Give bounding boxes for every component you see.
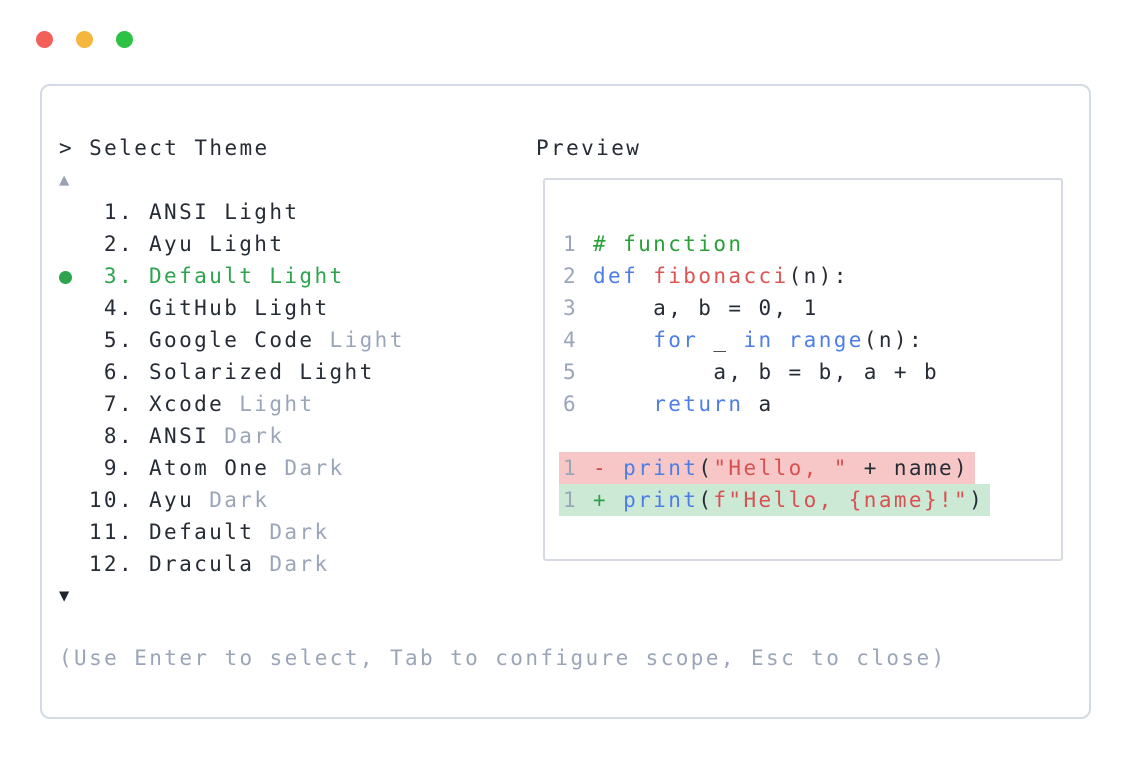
theme-list-item[interactable]: 1. ANSI Light xyxy=(59,196,405,228)
code-token: def xyxy=(593,264,639,288)
code-token: a xyxy=(743,392,774,416)
code-line: 6 return a xyxy=(563,388,1061,420)
code-token: print xyxy=(623,488,699,512)
diff-line-added: 1 + print(f"Hello, {name}!") xyxy=(559,484,991,516)
code-token: for xyxy=(653,328,699,352)
code-token xyxy=(774,328,789,352)
theme-number: 12. xyxy=(88,552,134,576)
theme-list-item[interactable]: 3. Default Light xyxy=(59,260,405,292)
line-number: 1 xyxy=(563,456,579,480)
theme-number: 6. xyxy=(103,360,134,384)
selected-bullet-cell xyxy=(59,260,74,292)
theme-label: ANSI Dark xyxy=(149,424,285,448)
theme-label: Xcode Light xyxy=(149,392,315,416)
line-number: 6 xyxy=(563,392,579,416)
scroll-up-icon[interactable]: ▲ xyxy=(59,170,72,190)
line-number: 1 xyxy=(563,232,579,256)
theme-number: 8. xyxy=(103,424,134,448)
code-line: 5 a, b = b, a + b xyxy=(563,356,1061,388)
code-token: fibonacci xyxy=(653,264,789,288)
preview-title: Preview xyxy=(536,136,642,160)
theme-number: 7. xyxy=(103,392,134,416)
theme-list-item[interactable]: 9. Atom One Dark xyxy=(59,452,405,484)
theme-number: 1. xyxy=(103,200,134,224)
line-number: 2 xyxy=(563,264,579,288)
theme-list-item[interactable]: 8. ANSI Dark xyxy=(59,420,405,452)
theme-label: Dracula Dark xyxy=(149,552,330,576)
line-number: 4 xyxy=(563,328,579,352)
theme-list-item[interactable]: 5. Google Code Light xyxy=(59,324,405,356)
theme-number: 5. xyxy=(103,328,134,352)
line-number: 3 xyxy=(563,296,579,320)
code-line xyxy=(563,420,1061,452)
code-token: - xyxy=(593,456,624,480)
theme-number: 11. xyxy=(88,520,134,544)
theme-list-item[interactable]: 12. Dracula Dark xyxy=(59,548,405,580)
code-token xyxy=(593,392,653,416)
theme-label: Ayu Light xyxy=(149,232,285,256)
zoom-button[interactable] xyxy=(116,31,133,48)
theme-list-item[interactable]: 6. Solarized Light xyxy=(59,356,405,388)
close-button[interactable] xyxy=(36,31,53,48)
code-token: + xyxy=(593,488,624,512)
theme-list-item[interactable]: 11. Default Dark xyxy=(59,516,405,548)
theme-list-column: > Select Theme ▲ 1. ANSI Light 2. Ayu Light… xyxy=(59,132,405,612)
theme-list-item[interactable]: 10. Ayu Dark xyxy=(59,484,405,516)
theme-label: ANSI Light xyxy=(149,200,300,224)
code-line: 4 for _ in range(n): xyxy=(563,324,1061,356)
code-token: ( xyxy=(698,488,714,512)
theme-number: 3. xyxy=(103,264,134,288)
theme-number: 4. xyxy=(103,296,134,320)
theme-label: Solarized Light xyxy=(149,360,375,384)
theme-list-item[interactable]: 2. Ayu Light xyxy=(59,228,405,260)
code-token: f"Hello, {name}!" xyxy=(713,488,970,512)
minimize-button[interactable] xyxy=(76,31,93,48)
line-number: 5 xyxy=(563,360,579,384)
code-token xyxy=(638,264,653,288)
theme-number: 10. xyxy=(88,488,134,512)
keyboard-hint: (Use Enter to select, Tab to configure s… xyxy=(59,646,947,670)
code-line: 3 a, b = 0, 1 xyxy=(563,292,1061,324)
theme-list-item[interactable]: 4. GitHub Light xyxy=(59,292,405,324)
theme-label: Atom One Dark xyxy=(149,456,345,480)
code-token: (n): xyxy=(863,328,925,352)
theme-label: Default Dark xyxy=(149,520,330,544)
theme-list-item[interactable]: 7. Xcode Light xyxy=(59,388,405,420)
code-token: (n): xyxy=(788,264,849,288)
scroll-down-icon[interactable]: ▼ xyxy=(59,586,72,606)
code-line: 1 # function xyxy=(563,228,1061,260)
theme-label: Ayu Dark xyxy=(149,488,270,512)
code-token: a, b = b, a + b xyxy=(593,360,939,384)
code-token: ) xyxy=(969,488,985,512)
code-token: "Hello, " xyxy=(713,456,849,480)
code-token xyxy=(593,328,653,352)
theme-number: 2. xyxy=(103,232,134,256)
select-theme-prompt: > Select Theme xyxy=(59,136,270,160)
code-token: return xyxy=(653,392,744,416)
window-controls xyxy=(36,31,156,55)
diff-line-removed: 1- print("Hello, " + name) xyxy=(559,452,976,484)
code-token: # function xyxy=(593,232,744,256)
theme-list: 1. ANSI Light 2. Ayu Light 3. Default Light 4.… xyxy=(59,196,405,580)
code-token: range xyxy=(788,328,864,352)
theme-label: Default Light xyxy=(149,264,345,288)
selected-dot-icon xyxy=(59,271,72,284)
theme-label: GitHub Light xyxy=(149,296,330,320)
code-token: print xyxy=(623,456,699,480)
code-token: + name) xyxy=(848,456,970,480)
line-number: 1 xyxy=(563,488,579,512)
code-token: ( xyxy=(698,456,714,480)
code-token: in xyxy=(743,328,774,352)
code-token: a, b = 0, 1 xyxy=(593,296,819,320)
code-token: _ xyxy=(698,328,744,352)
theme-picker-panel: > Select Theme ▲ 1. ANSI Light 2. Ayu Light… xyxy=(40,84,1091,719)
theme-label: Google Code Light xyxy=(149,328,405,352)
theme-number: 9. xyxy=(103,456,134,480)
code-line: 2 def fibonacci(n): xyxy=(563,260,1061,292)
